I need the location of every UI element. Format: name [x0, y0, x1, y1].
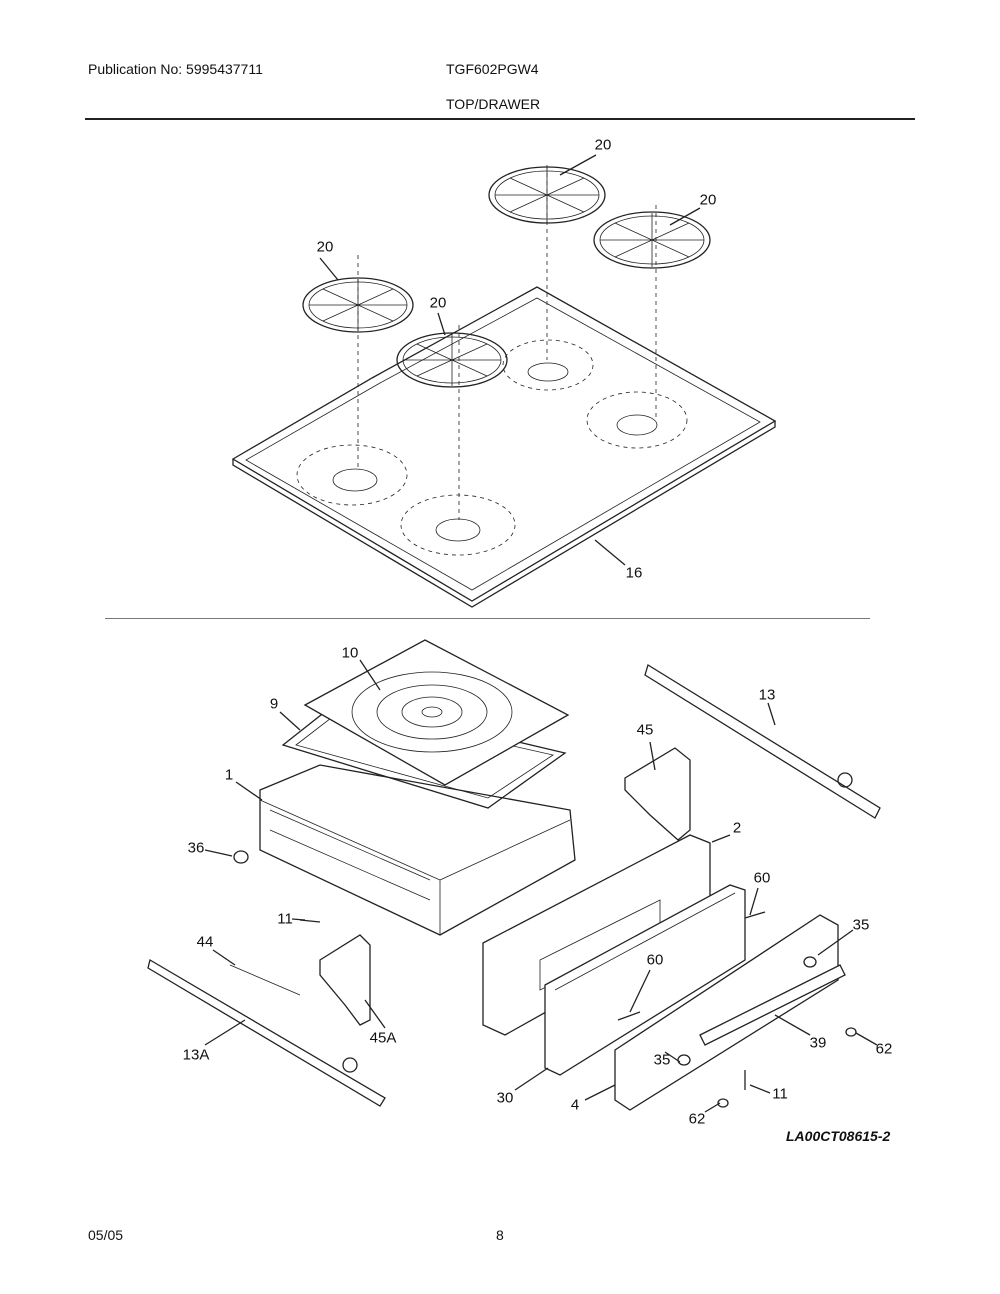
callout-35-a: 35 — [852, 916, 870, 934]
callout-11-b: 11 — [772, 1085, 788, 1103]
callout-9: 9 — [269, 695, 279, 713]
callout-62-a: 62 — [875, 1040, 893, 1058]
callout-39: 39 — [809, 1034, 827, 1052]
callout-20-d: 20 — [429, 294, 447, 312]
broiler-pan-parts-9-10 — [281, 639, 570, 809]
callout-2: 2 — [732, 819, 742, 837]
callout-45: 45 — [636, 721, 654, 739]
callout-20-c: 20 — [316, 238, 334, 256]
drawer-rails-13-13A — [147, 664, 881, 1107]
callout-10: 10 — [341, 644, 359, 662]
callout-1: 1 — [224, 766, 234, 784]
callout-13A: 13A — [182, 1046, 210, 1064]
footer-date: 05/05 — [88, 1227, 124, 1243]
callout-11-a: 11 — [277, 910, 293, 928]
callout-60-b: 60 — [646, 951, 664, 969]
callout-20-b: 20 — [699, 191, 717, 209]
leader-lines — [204, 154, 878, 1113]
callout-20-a: 20 — [594, 136, 612, 154]
cooktop-part-16 — [231, 286, 777, 608]
callout-60-a: 60 — [753, 869, 771, 887]
callout-13: 13 — [758, 686, 776, 704]
publication-number: Publication No: 5995437711 — [88, 61, 263, 77]
section-title: TOP/DRAWER — [446, 96, 541, 112]
callout-36: 36 — [187, 839, 205, 857]
hardware-parts — [229, 850, 857, 1108]
callout-4: 4 — [570, 1096, 580, 1114]
drawing-code: LA00CT08615-2 — [786, 1128, 891, 1144]
burner-grates-part-20 — [302, 165, 711, 520]
page-number: 8 — [496, 1227, 504, 1243]
drawer-body-part-1 — [259, 764, 576, 936]
callout-44: 44 — [196, 933, 214, 951]
model-number: TGF602PGW4 — [446, 61, 539, 77]
header-divider — [85, 118, 915, 120]
callout-45A: 45A — [369, 1029, 397, 1047]
outer-panel-part-4 — [614, 914, 846, 1111]
callout-35-b: 35 — [653, 1051, 671, 1069]
callout-16: 16 — [625, 564, 643, 582]
callout-30: 30 — [496, 1089, 514, 1107]
callout-62-b: 62 — [688, 1110, 706, 1128]
section-divider — [105, 618, 870, 619]
brackets-45-45A — [319, 747, 691, 1026]
